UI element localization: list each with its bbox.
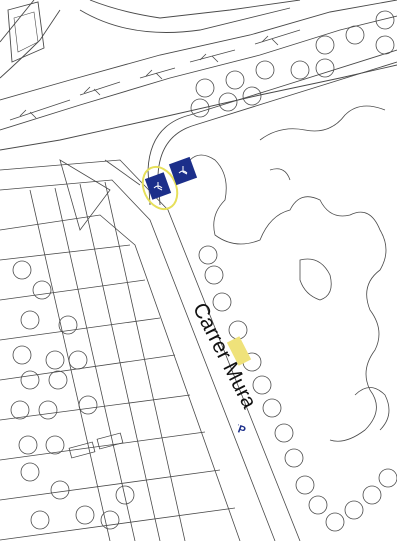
building-outline	[7, 1, 45, 63]
accessible-parking-marker[interactable]	[136, 161, 184, 214]
road-curbs	[0, 0, 397, 206]
bench	[68, 432, 124, 459]
wheelchair-glyph	[178, 166, 188, 175]
fence-line	[9, 29, 301, 121]
wheelchair-glyph	[153, 182, 163, 191]
trees-street	[198, 245, 397, 532]
park-contours	[189, 105, 390, 442]
highlight-ring	[141, 165, 179, 211]
crosswalk	[226, 336, 252, 366]
trees-block	[10, 260, 135, 530]
city-block	[0, 159, 301, 541]
building-outline	[13, 11, 39, 53]
trees-top	[190, 10, 395, 118]
accessible-parking-marker[interactable]	[168, 156, 198, 186]
